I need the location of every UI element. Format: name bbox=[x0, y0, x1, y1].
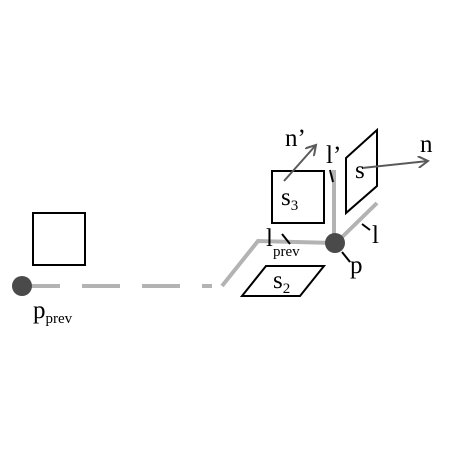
square-s3 bbox=[271, 170, 325, 224]
label-s: s bbox=[355, 157, 365, 184]
label-l-prime: l’ bbox=[326, 142, 341, 169]
label-s2: s2 bbox=[273, 267, 290, 297]
parallelogram-s2 bbox=[239, 265, 327, 297]
solid-path-segment bbox=[220, 238, 335, 288]
parallelogram-s bbox=[345, 127, 378, 216]
label-n: n bbox=[420, 131, 433, 158]
path-segment-l bbox=[334, 201, 379, 245]
square-prev bbox=[32, 212, 86, 266]
label-l: l bbox=[372, 222, 379, 249]
label-p: p bbox=[350, 252, 363, 279]
point-p bbox=[325, 233, 345, 253]
tick-l bbox=[361, 223, 371, 231]
tick-p bbox=[341, 251, 351, 263]
tick-l-prime bbox=[329, 169, 334, 183]
tick-l-prev bbox=[281, 233, 291, 245]
label-s3: s3 bbox=[281, 184, 298, 214]
arrow-n-prime bbox=[283, 145, 316, 182]
arrow-n bbox=[361, 161, 428, 169]
point-p-prev bbox=[12, 276, 32, 296]
label-p-prev: pprev bbox=[33, 297, 73, 327]
label-l-prev: lprev bbox=[266, 225, 300, 260]
label-n-prime: n’ bbox=[285, 125, 306, 152]
